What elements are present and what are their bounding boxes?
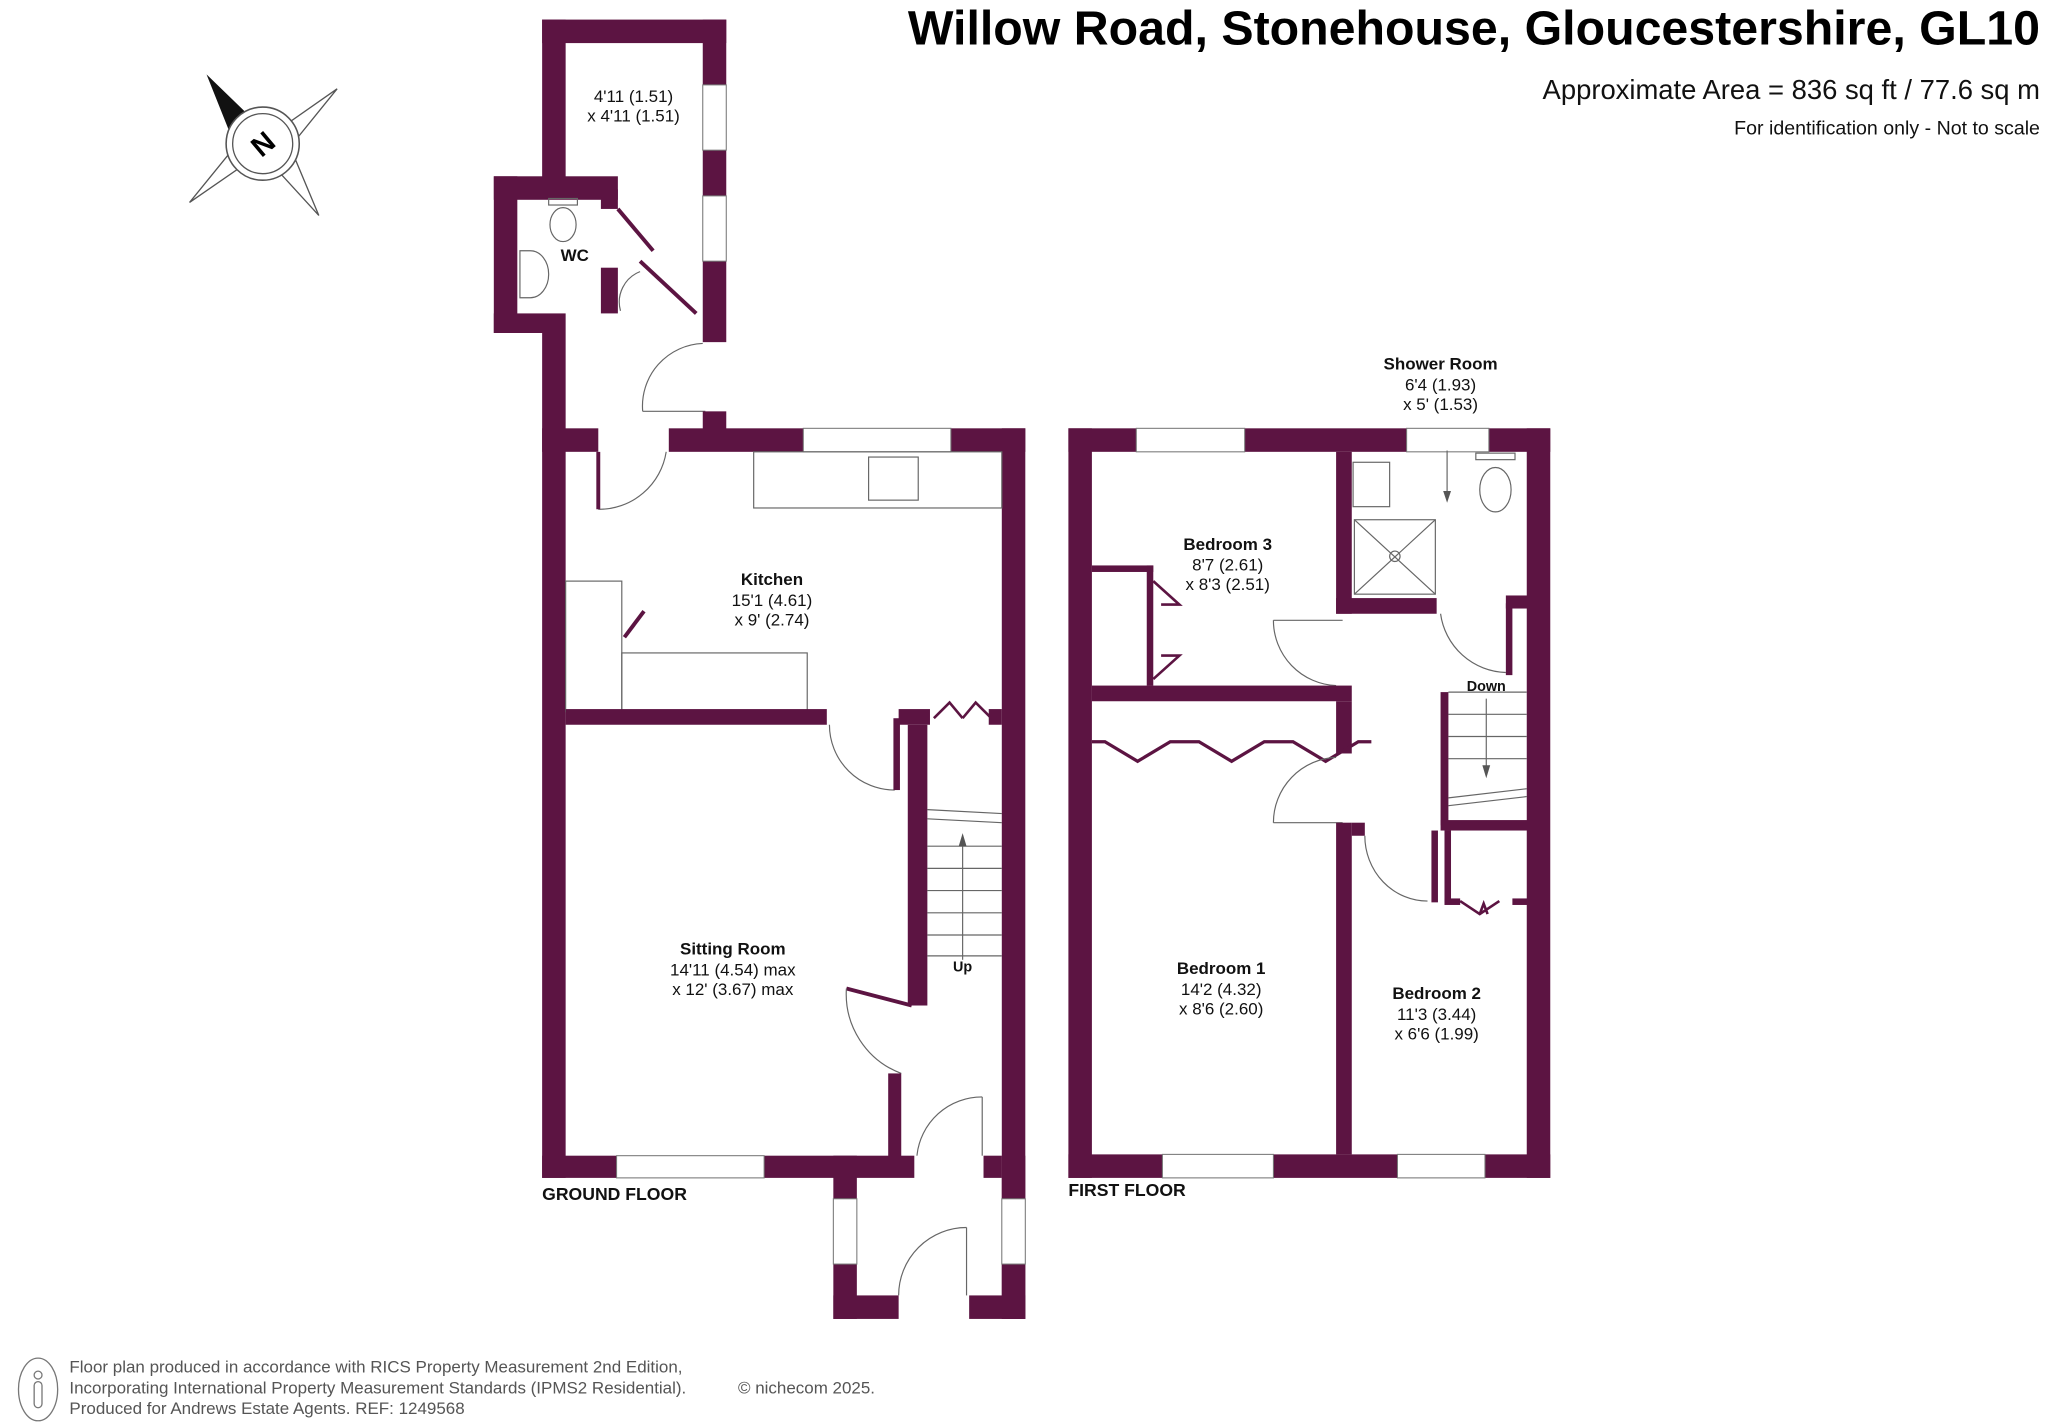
room-label-wc: WC xyxy=(561,246,589,265)
footer: Floor plan produced in accordance with R… xyxy=(17,1357,875,1422)
footer-ipms-note: Incorporating International Property Mea… xyxy=(69,1378,686,1397)
approximate-area: Approximate Area = 836 sq ft / 77.6 sq m xyxy=(1543,74,2040,105)
compass-rose-icon: N xyxy=(189,74,338,216)
ground-floor-label: GROUND FLOOR xyxy=(542,1184,687,1204)
room-label-bedroom-3: Bedroom 3 xyxy=(1183,535,1272,554)
room-label-bedroom-1: Bedroom 1 xyxy=(1177,959,1266,978)
stairs-up-label: Up xyxy=(953,960,972,976)
bedroom-2-dimensions-2: x 6'6 (1.99) xyxy=(1394,1024,1478,1043)
room-label-sitting-room: Sitting Room xyxy=(680,940,786,959)
first-floor-plan: Shower Room 6'4 (1.93) x 5' (1.53) Bedro… xyxy=(1068,355,1551,1200)
room-label-shower-room: Shower Room xyxy=(1384,355,1498,374)
sitting-room-dimensions-1: 14'11 (4.54) max xyxy=(670,960,796,979)
room-label-kitchen: Kitchen xyxy=(741,570,803,589)
first-floor-label: FIRST FLOOR xyxy=(1068,1180,1186,1200)
ground-floor-plan: WC 4'11 (1.51) x 4'11 (1.51) Kitchen 15'… xyxy=(493,19,1026,1319)
footer-rics-note: Floor plan produced in accordance with R… xyxy=(69,1357,682,1376)
kitchen-dimensions-2: x 9' (2.74) xyxy=(735,611,810,630)
bedroom-3-dimensions-1: 8'7 (2.61) xyxy=(1192,556,1263,575)
bedroom-3-dimensions-2: x 8'3 (2.51) xyxy=(1186,575,1270,594)
footer-reference: Produced for Andrews Estate Agents. REF:… xyxy=(69,1399,464,1418)
property-title: Willow Road, Stonehouse, Gloucestershire… xyxy=(908,1,2040,55)
store-dimensions-2: x 4'11 (1.51) xyxy=(587,106,680,125)
stairs-down-label: Down xyxy=(1467,679,1506,695)
disclaimer: For identification only - Not to scale xyxy=(1734,118,2040,140)
bedroom-1-dimensions-2: x 8'6 (2.60) xyxy=(1179,1000,1263,1019)
person-scale-icon xyxy=(17,1357,59,1422)
room-label-bedroom-2: Bedroom 2 xyxy=(1392,984,1481,1003)
bedroom-2-dimensions-1: 11'3 (3.44) xyxy=(1397,1005,1476,1024)
sitting-room-dimensions-2: x 12' (3.67) max xyxy=(672,980,794,999)
store-dimensions-1: 4'11 (1.51) xyxy=(594,87,673,106)
footer-copyright: © nichecom 2025. xyxy=(738,1378,875,1397)
shower-room-dimensions-2: x 5' (1.53) xyxy=(1403,395,1478,414)
bedroom-1-dimensions-1: 14'2 (4.32) xyxy=(1181,980,1262,999)
kitchen-dimensions-1: 15'1 (4.61) xyxy=(732,591,813,610)
shower-room-dimensions-1: 6'4 (1.93) xyxy=(1405,375,1476,394)
